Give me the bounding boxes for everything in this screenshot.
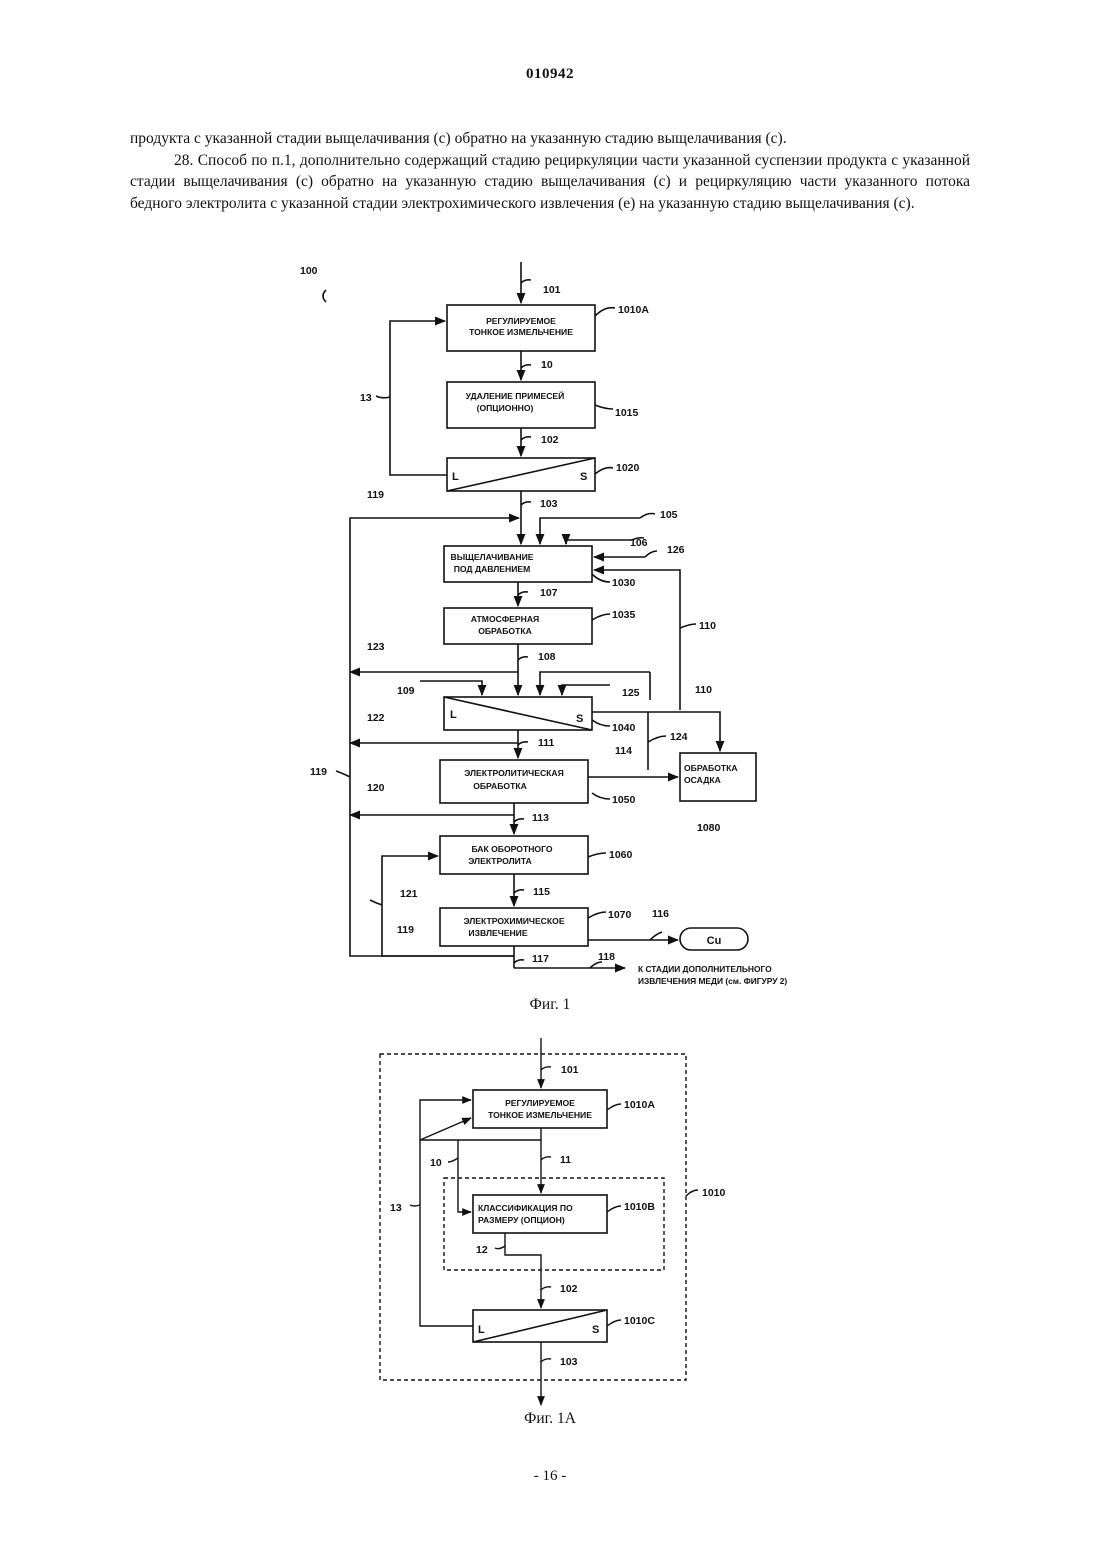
residue-label-2: ОСАДКА xyxy=(684,775,721,785)
electro-label-2: ОБРАБОТКА xyxy=(473,781,527,791)
ref-1050: 1050 xyxy=(612,794,636,806)
fig1a-ref-102: 102 xyxy=(560,1283,578,1295)
fig1a-box-grinding xyxy=(473,1090,607,1128)
ref-1035: 1035 xyxy=(612,609,636,621)
grind-label-1: РЕГУЛИРУЕМОЕ xyxy=(486,316,556,326)
ref-1030: 1030 xyxy=(612,577,636,589)
ref-125: 125 xyxy=(622,687,640,699)
impurity-label-2: (ОПЦИОННО) xyxy=(477,403,534,413)
cu-label: Cu xyxy=(707,935,722,947)
fig1a-ref-13: 13 xyxy=(390,1202,402,1214)
tank-label-2: ЭЛЕКТРОЛИТА xyxy=(468,856,531,866)
atm-label-1: АТМОСФЕРНАЯ xyxy=(471,614,539,624)
ref-121: 121 xyxy=(400,888,418,900)
fig1a-class-label-2: РАЗМЕРУ (ОПЦИОН) xyxy=(478,1215,565,1225)
page-number: - 16 - xyxy=(0,1468,1100,1485)
fig1a-ref-1010c: 1010C xyxy=(624,1315,655,1327)
ew-label-2: ИЗВЛЕЧЕНИЕ xyxy=(468,928,527,938)
sep1020-s: S xyxy=(580,471,587,483)
ref-110-top: 110 xyxy=(699,620,716,632)
fig1a-class-label-1: КЛАССИФИКАЦИЯ ПО xyxy=(478,1203,573,1213)
ref-1070: 1070 xyxy=(608,909,632,921)
ref-114: 114 xyxy=(615,745,632,757)
electro-label-1: ЭЛЕКТРОЛИТИЧЕСКАЯ xyxy=(464,768,564,778)
ref-108: 108 xyxy=(538,651,556,663)
ref-107: 107 xyxy=(540,587,558,599)
sep1040-s: S xyxy=(576,713,583,725)
ref-10: 10 xyxy=(541,359,553,371)
ref-124: 124 xyxy=(670,731,688,743)
sep1020-l: L xyxy=(452,471,459,483)
fig1a-sep-l: L xyxy=(478,1324,485,1336)
ref-1060: 1060 xyxy=(609,849,633,861)
ref-1010a: 1010A xyxy=(618,304,649,316)
ref-1080: 1080 xyxy=(697,822,721,834)
ew-label-1: ЭЛЕКТРОХИМИЧЕСКОЕ xyxy=(463,916,564,926)
fig1a-grind-label-1: РЕГУЛИРУЕМОЕ xyxy=(505,1098,575,1108)
box-electrolyte-tank xyxy=(440,836,588,874)
grind-label-2: ТОНКОЕ ИЗМЕЛЬЧЕНИЕ xyxy=(469,327,573,337)
ref-117: 117 xyxy=(532,953,549,965)
ref-119-top: 119 xyxy=(367,489,384,501)
ref-126: 126 xyxy=(667,544,685,556)
box-electrowinning xyxy=(440,908,588,946)
ref-1020: 1020 xyxy=(616,462,640,474)
ref-118: 118 xyxy=(598,951,615,963)
ref-103: 103 xyxy=(540,498,558,510)
ref-101: 101 xyxy=(543,284,561,296)
impurity-label-1: УДАЛЕНИЕ ПРИМЕСЕЙ xyxy=(466,390,565,401)
fig1a-ref-103: 103 xyxy=(560,1356,578,1368)
ref-119-bottom: 119 xyxy=(397,924,414,936)
ref-113: 113 xyxy=(532,812,549,824)
separator-1020-diagonal xyxy=(447,458,595,491)
fig1a-ref-12: 12 xyxy=(476,1244,488,1256)
fig1a-ref-1010b: 1010B xyxy=(624,1201,655,1213)
ref-105: 105 xyxy=(660,509,678,521)
fig1a-sep-s: S xyxy=(592,1324,599,1336)
ref-111: 111 xyxy=(538,737,555,749)
ref-115: 115 xyxy=(533,886,550,898)
ref-100: 100 xyxy=(300,265,318,277)
leach-label-1: ВЫЩЕЛАЧИВАНИЕ xyxy=(450,552,533,562)
ref-120: 120 xyxy=(367,782,385,794)
ref-123: 123 xyxy=(367,641,385,653)
separator-1040-diagonal xyxy=(444,697,592,730)
ref-122: 122 xyxy=(367,712,385,724)
fig1a-ref-11: 11 xyxy=(560,1154,571,1166)
ref-1040: 1040 xyxy=(612,722,636,734)
fig1a-ref-1010: 1010 xyxy=(702,1187,726,1199)
fig1a-ref-10: 10 xyxy=(430,1157,442,1169)
ref-106: 106 xyxy=(630,537,648,549)
tank-label-1: БАК ОБОРОТНОГО xyxy=(471,844,552,854)
sep1040-l: L xyxy=(450,709,457,721)
ref-109: 109 xyxy=(397,685,415,697)
ref-116: 116 xyxy=(652,908,669,920)
leach-label-2: ПОД ДАВЛЕНИЕМ xyxy=(454,564,531,574)
figure-1-caption: Фиг. 1 xyxy=(0,996,1100,1014)
fig1a-ref-1010a: 1010A xyxy=(624,1099,655,1111)
out-label-2: ИЗВЛЕЧЕНИЯ МЕДИ (см. ФИГУРУ 2) xyxy=(638,976,787,986)
ref-110-right: 110 xyxy=(695,684,712,696)
residue-label-1: ОБРАБОТКА xyxy=(684,763,738,773)
fig1a-ref-101: 101 xyxy=(561,1064,579,1076)
out-label-1: К СТАДИИ ДОПОЛНИТЕЛЬНОГО xyxy=(638,964,772,974)
fig1a-box-classification xyxy=(473,1195,607,1233)
ref-13: 13 xyxy=(360,392,372,404)
atm-label-2: ОБРАБОТКА xyxy=(478,626,532,636)
ref-119-mid: 119 xyxy=(310,766,327,778)
fig1a-grind-label-2: ТОНКОЕ ИЗМЕЛЬЧЕНИЕ xyxy=(488,1110,592,1120)
ref-102: 102 xyxy=(541,434,559,446)
figure-1a-caption: Фиг. 1A xyxy=(0,1410,1100,1428)
ref-1015: 1015 xyxy=(615,407,639,419)
